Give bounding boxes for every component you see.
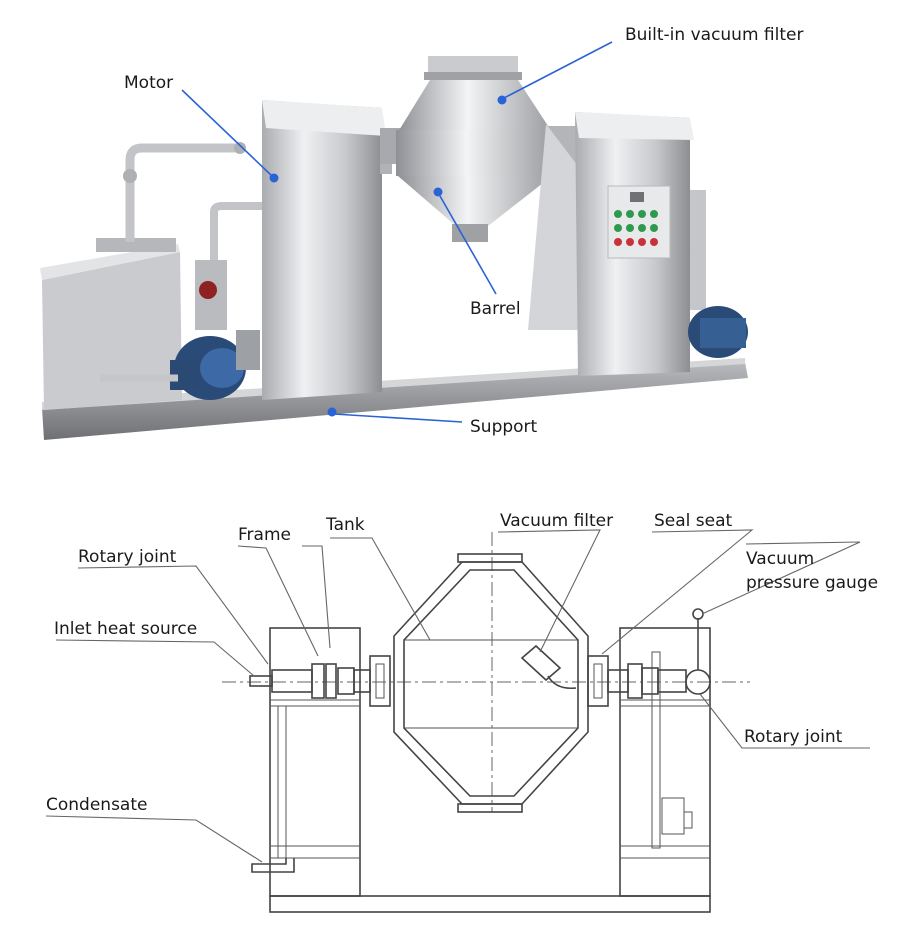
drawing-base <box>269 895 711 913</box>
label-rotary-joint-right: Rotary joint <box>744 727 843 747</box>
drawing-tank <box>393 553 589 813</box>
left-frame <box>262 100 392 400</box>
label-barrel: Barrel <box>470 299 521 319</box>
drawing-left-frame <box>269 627 361 897</box>
technical-drawing: Frame Tank Vacuum filter Seal seat Rotar… <box>45 511 878 913</box>
vacuum-pump <box>100 260 260 400</box>
label-vacuum-gauge-line1: Vacuum <box>746 549 814 569</box>
condensate-pipe <box>251 858 295 873</box>
support-base <box>42 362 748 440</box>
photo-callouts <box>181 41 613 423</box>
right-frame <box>528 112 748 376</box>
drawing-leaders <box>45 529 870 863</box>
machine-photo: Motor Built-in vacuum filter Barrel Supp… <box>40 25 803 440</box>
label-rotary-joint-left: Rotary joint <box>78 547 177 567</box>
label-support: Support <box>470 417 538 437</box>
drawing-vacuum-filter <box>520 644 577 690</box>
label-motor: Motor <box>124 73 173 93</box>
drawing-right-frame <box>619 627 711 897</box>
label-vacuum-filter: Vacuum filter <box>500 511 613 531</box>
label-frame: Frame <box>238 525 291 545</box>
label-tank: Tank <box>325 515 365 535</box>
drawing-left-shaft <box>249 655 391 707</box>
label-condensate: Condensate <box>46 795 147 815</box>
vacuum-pipe <box>125 143 238 242</box>
label-seal-seat: Seal seat <box>654 511 733 531</box>
condenser-tank <box>40 238 182 410</box>
label-inlet-heat-source: Inlet heat source <box>54 619 197 639</box>
barrel <box>380 56 552 242</box>
drawing-right-shaft <box>587 608 711 707</box>
label-built-in-vacuum-filter: Built-in vacuum filter <box>625 25 803 45</box>
vacuum-pipe-2 <box>210 202 262 300</box>
control-buttons <box>614 210 658 246</box>
label-vacuum-gauge-line2: pressure gauge <box>746 573 878 593</box>
